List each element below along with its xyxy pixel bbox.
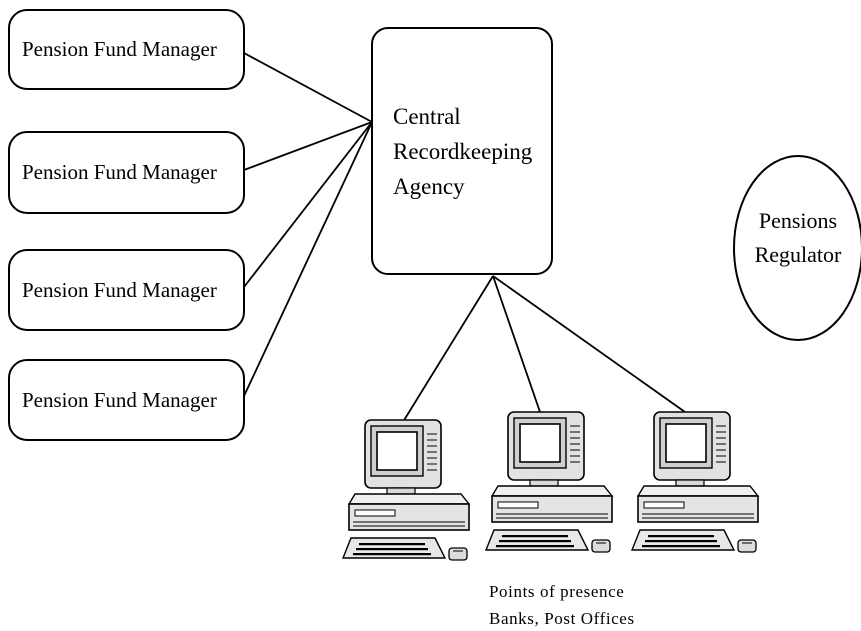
fund-manager-label: Pension Fund Manager — [22, 160, 217, 184]
cra-label-line-2: Recordkeeping — [393, 139, 533, 164]
connector-fund-manager-3 — [243, 121, 373, 288]
points-of-presence-caption: Points of presence Banks, Post Offices — [489, 582, 635, 628]
central-recordkeeping-agency-box: Central Recordkeeping Agency — [371, 27, 553, 275]
connector-fund-manager-4 — [243, 121, 373, 397]
fund-manager-connectors — [243, 52, 373, 397]
cra-label-line-1: Central — [393, 104, 461, 129]
cra-label-line-3: Agency — [393, 174, 465, 199]
pop-caption-line-1: Points of presence — [489, 582, 624, 601]
connector-fund-manager-1 — [243, 52, 373, 123]
connector-fund-manager-2 — [243, 121, 373, 171]
connector-pop-3 — [492, 275, 686, 413]
pop-connectors — [397, 275, 686, 431]
fund-manager-box: Pension Fund Manager — [8, 131, 245, 214]
pop-caption-line-2: Banks, Post Offices — [489, 609, 635, 628]
fund-manager-label: Pension Fund Manager — [22, 388, 217, 412]
fund-manager-box: Pension Fund Manager — [8, 249, 245, 331]
connector-pop-2 — [492, 275, 541, 413]
desktop-computer-icon — [631, 411, 759, 553]
regulator-label-line-1: Pensions — [759, 208, 837, 233]
fund-manager-box: Pension Fund Manager — [8, 359, 245, 441]
fund-manager-box: Pension Fund Manager — [8, 9, 245, 90]
desktop-computer-icon — [485, 411, 613, 553]
points-of-presence-computers — [342, 411, 759, 561]
fund-manager-label: Pension Fund Manager — [22, 278, 217, 302]
connector-pop-1 — [397, 275, 494, 431]
regulator-label-line-2: Regulator — [755, 242, 842, 267]
desktop-computer-icon — [342, 419, 470, 561]
pensions-regulator-circle: Pensions Regulator — [733, 155, 861, 341]
fund-manager-label: Pension Fund Manager — [22, 37, 217, 61]
